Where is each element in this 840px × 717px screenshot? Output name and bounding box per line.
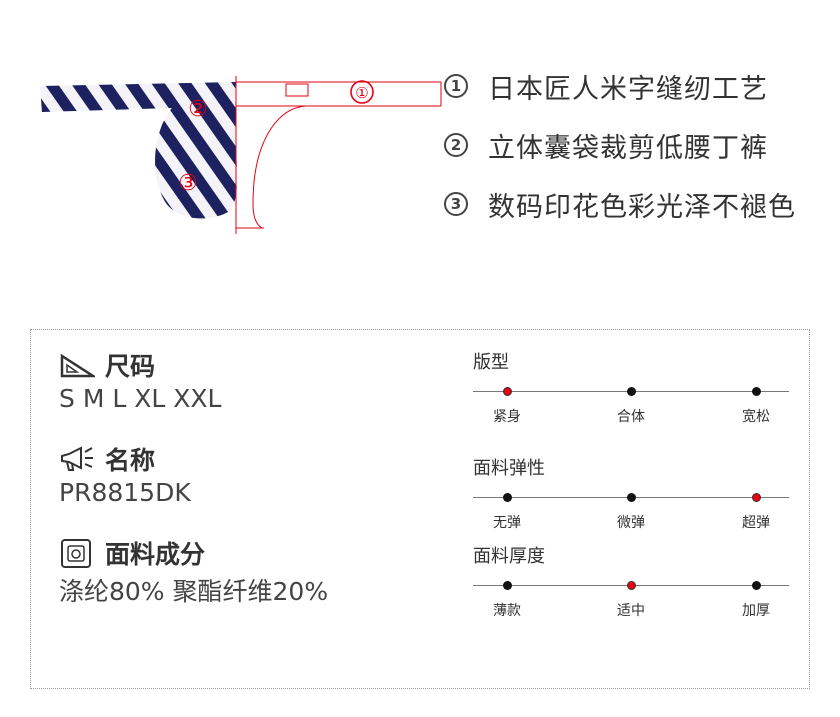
rating-option: 适中 xyxy=(617,603,645,619)
feature-number: 1 xyxy=(444,74,468,98)
camera-icon xyxy=(61,539,91,568)
rating-dot xyxy=(627,387,636,396)
rating-dot xyxy=(752,493,761,502)
rating-title: 面料弹性 xyxy=(473,458,545,479)
spec-size-value: S M L XL XXL xyxy=(59,384,222,413)
rating-title: 面料厚度 xyxy=(473,546,545,567)
rating-track xyxy=(473,488,789,508)
feature-item: 1 日本匠人米字缝纫工艺 xyxy=(444,68,840,105)
rating-option: 加厚 xyxy=(742,603,770,619)
cut-outline xyxy=(235,76,442,234)
callout-2: ② xyxy=(188,97,208,122)
product-diagram: ① ② ③ xyxy=(40,76,442,234)
megaphone-icon xyxy=(61,446,93,471)
rating-option: 宽松 xyxy=(742,409,770,425)
rating-dot xyxy=(503,493,512,502)
spec-name: 名称 PR8815DK xyxy=(59,444,191,507)
rating-option: 无弹 xyxy=(493,515,521,531)
feature-number: 2 xyxy=(444,133,468,157)
rating-track xyxy=(473,576,789,596)
rating-thickness: 面料厚度 薄款 适中 加厚 xyxy=(473,542,789,620)
rating-track xyxy=(473,382,789,402)
rating-dot xyxy=(627,581,636,590)
spec-name-value: PR8815DK xyxy=(59,478,191,507)
rating-option: 薄款 xyxy=(493,603,521,619)
callout-3: ③ xyxy=(178,171,198,196)
feature-text: 数码印花色彩光泽不褪色 xyxy=(488,191,796,223)
rating-option: 紧身 xyxy=(493,409,521,425)
feature-item: 2 立体囊袋裁剪低腰丁裤 xyxy=(444,127,840,164)
rating-dot xyxy=(752,387,761,396)
pouch-shape xyxy=(155,94,237,219)
callout-1: ① xyxy=(355,84,368,102)
rating-option: 微弹 xyxy=(617,515,645,531)
triangle-ruler-icon xyxy=(60,353,95,378)
rating-option: 超弹 xyxy=(742,515,770,531)
rating-option: 合体 xyxy=(617,409,645,425)
spec-panel: 尺码 S M L XL XXL 名称 PR8815DK 面料成分 涤纶80 xyxy=(30,329,810,689)
spec-size: 尺码 S M L XL XXL xyxy=(59,350,221,413)
rating-dot xyxy=(627,493,636,502)
rating-dot xyxy=(752,581,761,590)
rating-fit: 版型 紧身 合体 宽松 xyxy=(473,348,789,426)
rating-dot xyxy=(503,581,512,590)
product-illustration: ① ② ③ xyxy=(36,72,446,237)
spec-material-label: 面料成分 xyxy=(105,540,206,569)
feature-text: 立体囊袋裁剪低腰丁裤 xyxy=(488,132,768,164)
spec-size-label: 尺码 xyxy=(105,352,156,381)
rating-elasticity: 面料弹性 无弹 微弹 超弹 xyxy=(473,454,789,532)
spec-name-label: 名称 xyxy=(105,446,156,475)
feature-number: 3 xyxy=(444,192,468,216)
feature-item: 3 数码印花色彩光泽不褪色 xyxy=(444,186,840,223)
spec-material-value: 涤纶80% 聚酯纤维20% xyxy=(59,577,329,606)
feature-list: 1 日本匠人米字缝纫工艺 2 立体囊袋裁剪低腰丁裤 3 数码印花色彩光泽不褪色 xyxy=(444,68,840,245)
spec-material: 面料成分 涤纶80% 聚酯纤维20% xyxy=(59,538,328,608)
rating-title: 版型 xyxy=(473,352,509,373)
feature-text: 日本匠人米字缝纫工艺 xyxy=(488,73,768,105)
rating-dot xyxy=(503,387,512,396)
